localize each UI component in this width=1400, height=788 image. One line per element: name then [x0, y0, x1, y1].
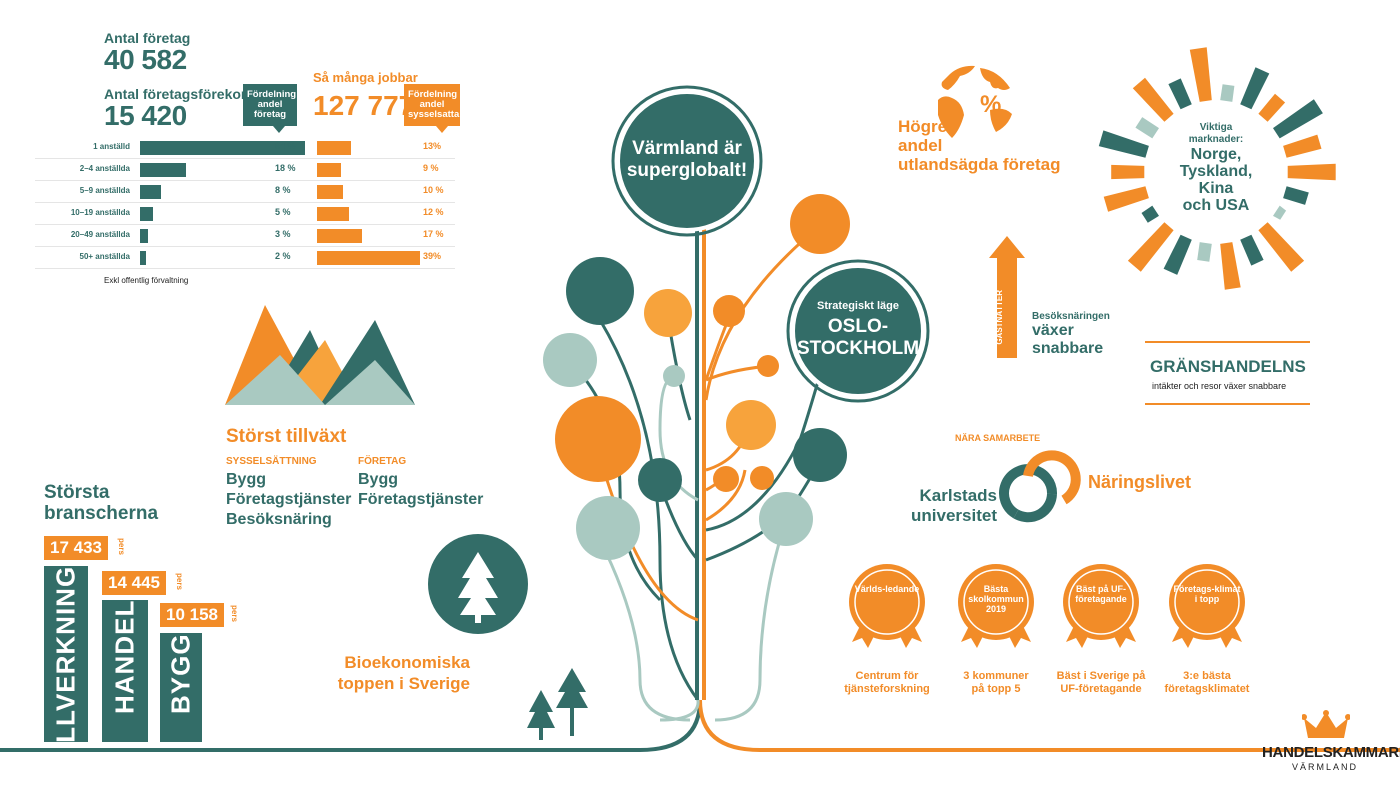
- company-share-bar: [140, 229, 148, 243]
- company-share-bar: [140, 141, 305, 155]
- markets-starburst: [1098, 47, 1336, 290]
- border-trade-bottom-line: [1145, 403, 1310, 405]
- employment-share-bar: [317, 251, 420, 265]
- distribution-row: 5–9 anställda 8 % 10 %: [35, 181, 455, 203]
- callout-employment: Fördelning andel sysselsatta: [404, 84, 460, 133]
- company-share-value: 5 %: [275, 207, 291, 217]
- employment-share-value: 13%: [423, 141, 442, 151]
- distribution-row: 50+ anställda 2 % 39%: [35, 247, 455, 269]
- company-share-bar: [140, 207, 153, 221]
- border-trade-title: GRÄNSHANDELNS: [1150, 357, 1306, 376]
- cooperation-business: Näringslivet: [1088, 472, 1192, 492]
- medal-title: Företags-klimat i topp: [1173, 584, 1241, 604]
- growth-employment-list: Bygg Företagstjänster Besöksnäring: [226, 471, 352, 528]
- mountains-illustration: [225, 305, 415, 405]
- workplaces-value: 15 420: [104, 100, 187, 131]
- industry-value-tillverkning: 17 433: [44, 536, 108, 560]
- company-share-bar: [140, 185, 161, 199]
- employment-share-value: 9 %: [423, 163, 439, 173]
- industry-unit: pers: [117, 538, 126, 555]
- company-share-value: 2 %: [275, 251, 291, 261]
- medal-title: Bäst på UF-företagande: [1075, 584, 1127, 604]
- employed-value: 127 777: [313, 90, 415, 121]
- markets-text: Viktiga marknader: Norge, Tyskland, Kina…: [1179, 122, 1253, 214]
- globe-percent-icon: %: [938, 64, 1014, 140]
- distribution-size-label: 1 anställd: [93, 142, 130, 151]
- employment-share-value: 12 %: [423, 207, 444, 217]
- distribution-size-label: 5–9 anställda: [79, 186, 130, 195]
- growth-arrow-icon: [989, 236, 1025, 358]
- distribution-row: 1 anställd 64 % 13%: [35, 137, 455, 159]
- crown-icon: [1302, 710, 1350, 738]
- industry-unit: pers: [230, 605, 239, 622]
- employment-share-value: 39%: [423, 251, 442, 261]
- distribution-size-label: 20–49 anställda: [70, 230, 130, 239]
- border-trade-top-line: [1145, 341, 1310, 343]
- medal-title: Bästa skolkommun 2019: [968, 584, 1024, 614]
- footnote: Exkl offentlig förvaltning: [104, 276, 189, 285]
- company-share-value: 18 %: [275, 163, 296, 173]
- employment-share-bar: [317, 207, 349, 221]
- distribution-size-label: 2–4 anställda: [79, 164, 130, 173]
- svg-text:%: %: [980, 91, 1001, 118]
- companies-label: Antal företag: [104, 30, 191, 46]
- distribution-size-label: 50+ anställda: [79, 252, 130, 261]
- companies-value: 40 582: [104, 44, 187, 75]
- growth-employment-heading: SYSSELSÄTTNING: [226, 456, 317, 467]
- linked-rings-icon: [999, 450, 1081, 523]
- growth-companies-heading: FÖRETAG: [358, 456, 407, 467]
- border-trade-subtitle: intäkter och resor växer snabbare: [1152, 381, 1287, 391]
- bioeconomy-text: Bioekonomiska toppen i Sverige: [337, 653, 470, 693]
- employed-label: Så många jobbar: [313, 70, 418, 85]
- foreign-ownership-text: Högre andel utlandsägda företag: [898, 117, 1061, 174]
- employment-share-bar: [317, 141, 352, 155]
- industries-title: Största branscherna: [44, 482, 159, 524]
- distribution-size-label: 10–19 anställda: [70, 208, 130, 217]
- company-share-bar: [140, 163, 187, 177]
- distribution-row: 10–19 anställda 5 % 12 %: [35, 203, 455, 225]
- employment-share-bar: [317, 185, 344, 199]
- cooperation-university: Karlstads universitet: [911, 486, 997, 525]
- tourism-arrow-label: GÄSTNÄTTER: [995, 290, 1004, 345]
- employment-share-bar: [317, 163, 341, 177]
- callout-companies: Fördelning andel företag: [243, 84, 297, 133]
- employment-share-bar: [317, 229, 362, 243]
- workplaces-label: Antal företagsförekomster: [104, 86, 280, 102]
- distribution-row: 2–4 anställda 18 % 9 %: [35, 159, 455, 181]
- medal-title: Världs-ledande: [854, 584, 920, 594]
- industry-unit: pers: [175, 573, 184, 590]
- industry-value-handel: 14 445: [102, 571, 166, 595]
- company-share-value: 8 %: [275, 185, 291, 195]
- company-share-value: 64 %: [275, 141, 296, 151]
- growth-companies-list: Bygg Företagstjänster: [358, 471, 484, 508]
- strategic-circle-text: Strategiskt läge OSLO- STOCKHOLM: [796, 300, 920, 359]
- industry-value-bygg: 10 158: [160, 603, 224, 627]
- distribution-row: 20–49 anställda 3 % 17 %: [35, 225, 455, 247]
- employment-share-value: 10 %: [423, 185, 444, 195]
- tourism-text: Besöksnäringen växer snabbare: [1032, 311, 1110, 357]
- logo-name: HANDELSKAMMAREN: [1262, 744, 1400, 761]
- company-share-value: 3 %: [275, 229, 291, 239]
- logo-region: VÄRMLAND: [1292, 762, 1359, 772]
- employment-share-value: 17 %: [423, 229, 444, 239]
- company-share-bar: [140, 251, 146, 265]
- main-circle-text: Värmland är superglobalt!: [626, 138, 748, 181]
- growth-title: Störst tillväxt: [226, 426, 347, 447]
- cooperation-heading: NÄRA SAMARBETE: [955, 433, 1041, 443]
